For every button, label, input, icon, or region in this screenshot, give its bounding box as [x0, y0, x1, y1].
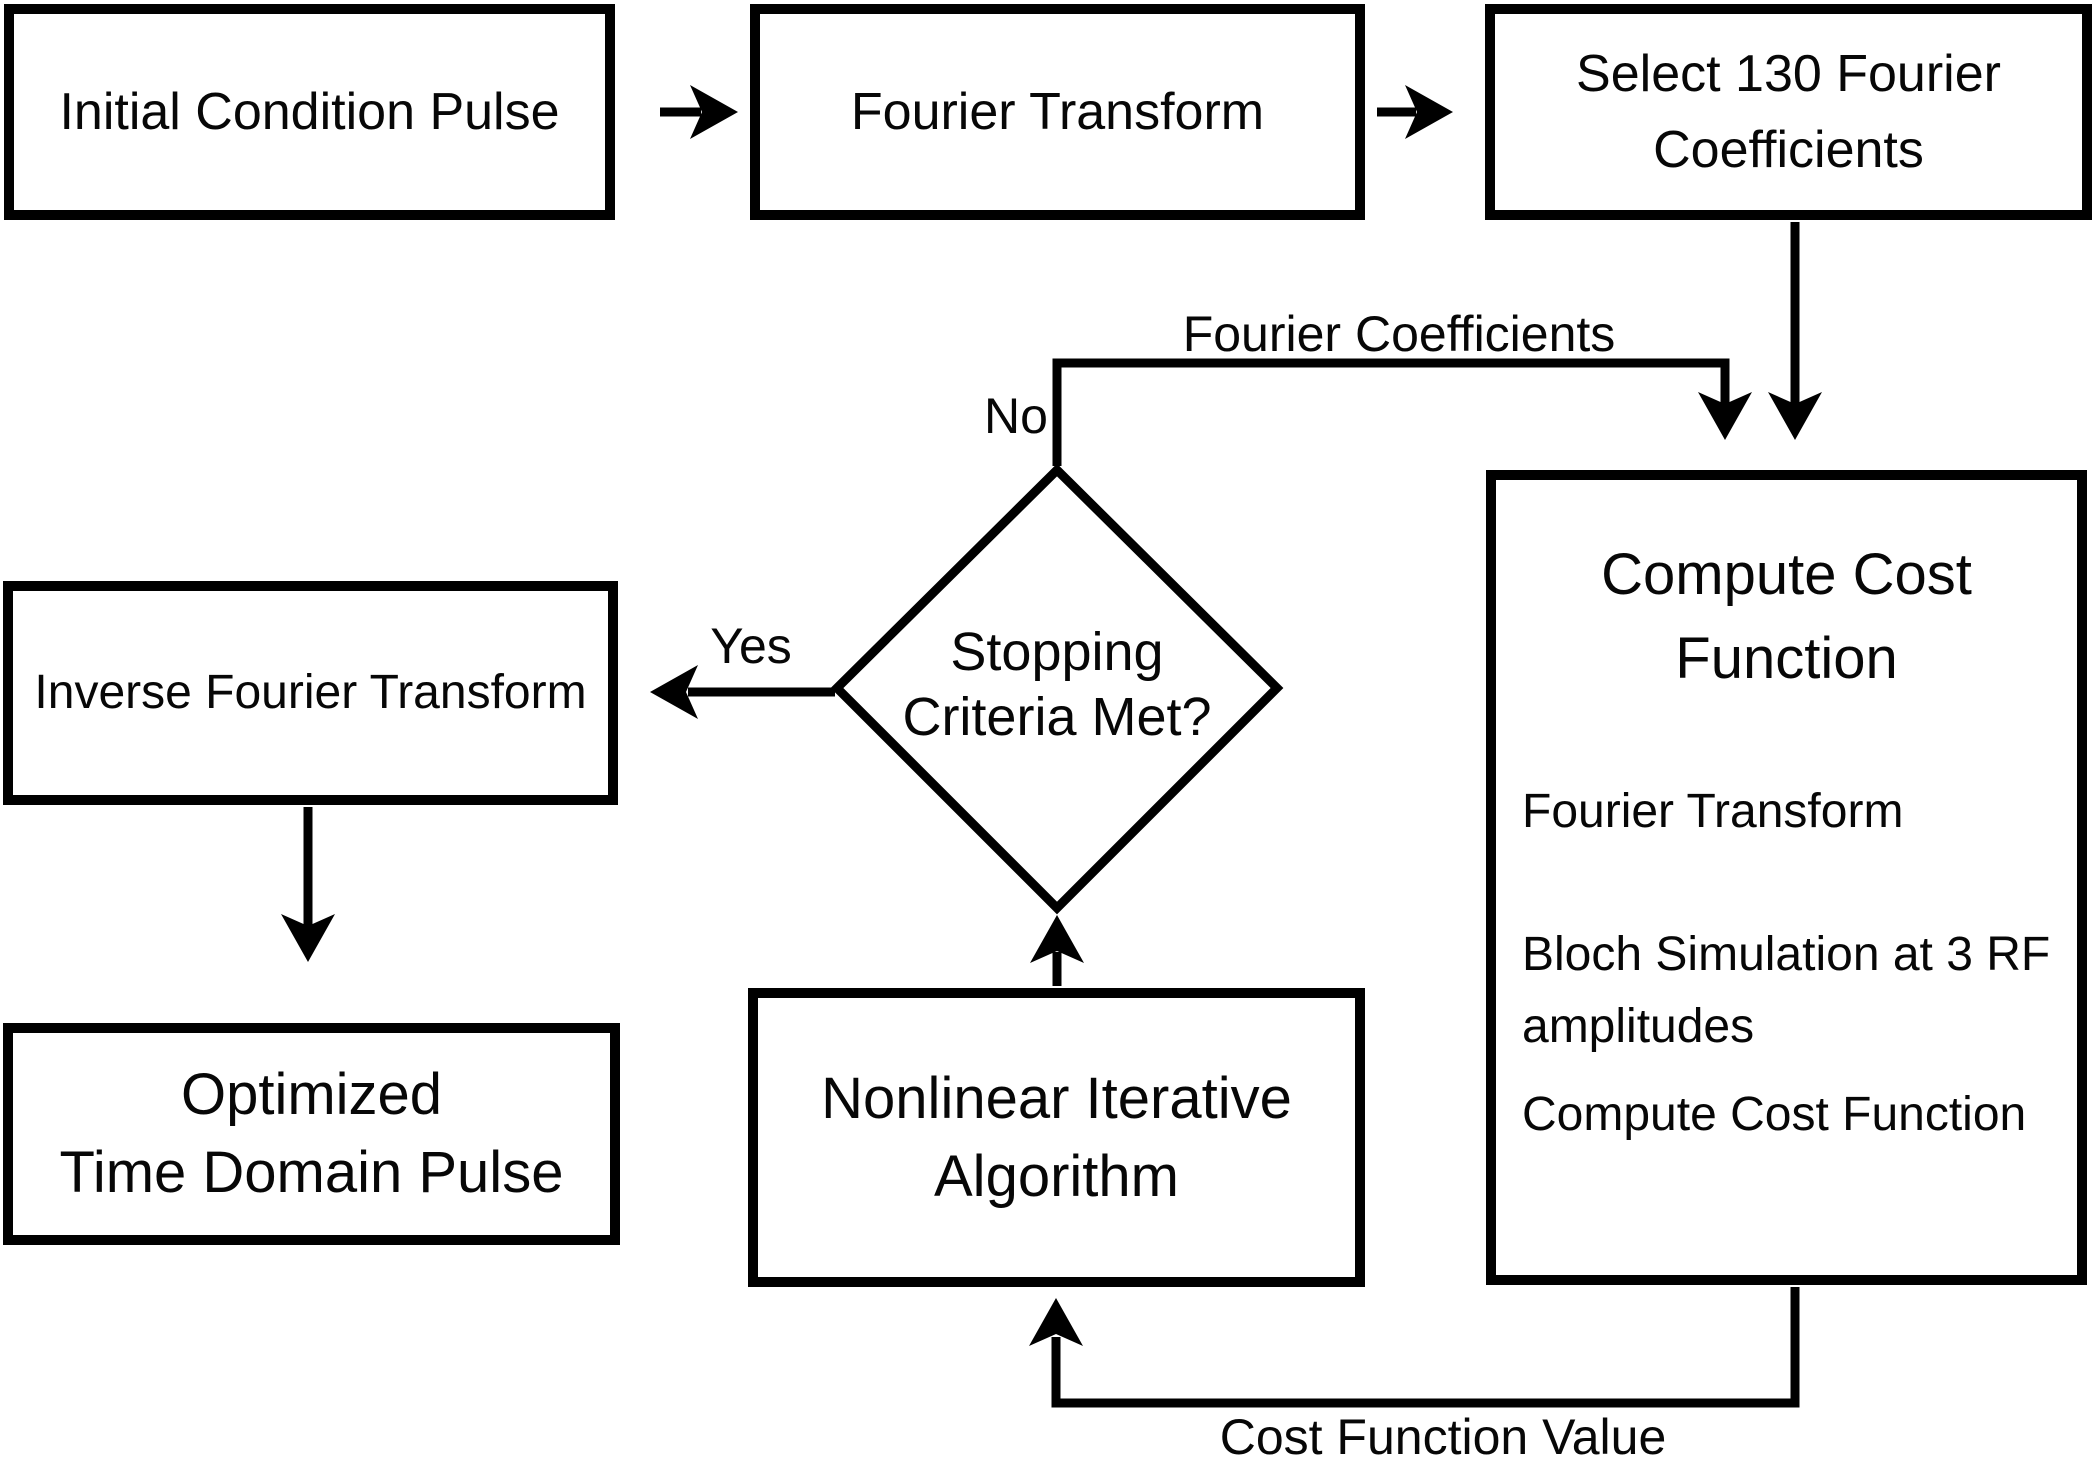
node-label-line: Algorithm [934, 1143, 1179, 1209]
edge-no-to-compute [1052, 358, 1730, 466]
compute-cost-function-title: Compute Cost Function [1496, 533, 2077, 701]
decision-label-line: Criteria Met? [902, 687, 1212, 747]
node-fourier-transform: Fourier Transform [750, 4, 1365, 220]
compute-step-fourier-transform: Fourier Transform [1522, 785, 1904, 838]
edge-label-yes: Yes [710, 618, 792, 674]
arrowhead-right-initial-fourier [690, 85, 738, 139]
node-label-line: Time Domain Pulse [59, 1140, 564, 1205]
node-select-130-fourier-coefficients: Select 130 Fourier Coefficients [1485, 4, 2092, 220]
edge-label-fourier-coefficients: Fourier Coefficients [1182, 306, 1616, 362]
node-label: Fourier Transform [850, 83, 1265, 141]
title-line: Function [1675, 626, 1898, 691]
arrowhead-down-select-compute [1768, 392, 1822, 440]
node-label: Inverse Fourier Transform [34, 666, 587, 719]
node-label-line: Optimized [180, 1062, 443, 1127]
compute-step-compute-cost-function: Compute Cost Function [1522, 1088, 2027, 1141]
node-stopping-criteria-met: Stopping Criteria Met? [837, 620, 1277, 750]
arrowhead-right-fourier-select [1405, 85, 1453, 139]
node-inverse-fourier-transform: Inverse Fourier Transform [3, 581, 618, 805]
decision-diamond [830, 463, 1284, 915]
decision-label-line: Stopping [950, 622, 1164, 682]
arrowhead-up-nonlinear-decision [1030, 915, 1084, 963]
edge-compute-to-nonlinear [1051, 1287, 1800, 1408]
node-label: Initial Condition Pulse [59, 83, 560, 141]
arrowhead-up-compute-nonlinear [1029, 1298, 1083, 1346]
title-line: Compute Cost [1601, 542, 1972, 607]
node-compute-cost-function: Compute Cost Function Fourier Transform … [1486, 470, 2087, 1285]
edge-label-cost-function-value: Cost Function Value [1219, 1409, 1667, 1465]
node-label-line: Select 130 Fourier [1576, 45, 2001, 103]
compute-step-bloch-simulation: Bloch Simulation at 3 RF amplitudes [1522, 928, 2051, 1053]
node-label-line: Coefficients [1653, 121, 1924, 179]
node-nonlinear-iterative-algorithm: Nonlinear Iterative Algorithm [748, 988, 1365, 1287]
node-initial-condition-pulse: Initial Condition Pulse [4, 4, 615, 220]
edge-label-no: No [984, 388, 1048, 444]
node-label-line: Nonlinear Iterative [821, 1065, 1292, 1131]
arrowhead-down-inverse-optimized [281, 914, 335, 962]
arrowhead-down-no-compute [1698, 392, 1752, 440]
arrowhead-left-yes-inverse [650, 665, 698, 719]
node-optimized-time-domain-pulse: Optimized Time Domain Pulse [3, 1023, 620, 1245]
